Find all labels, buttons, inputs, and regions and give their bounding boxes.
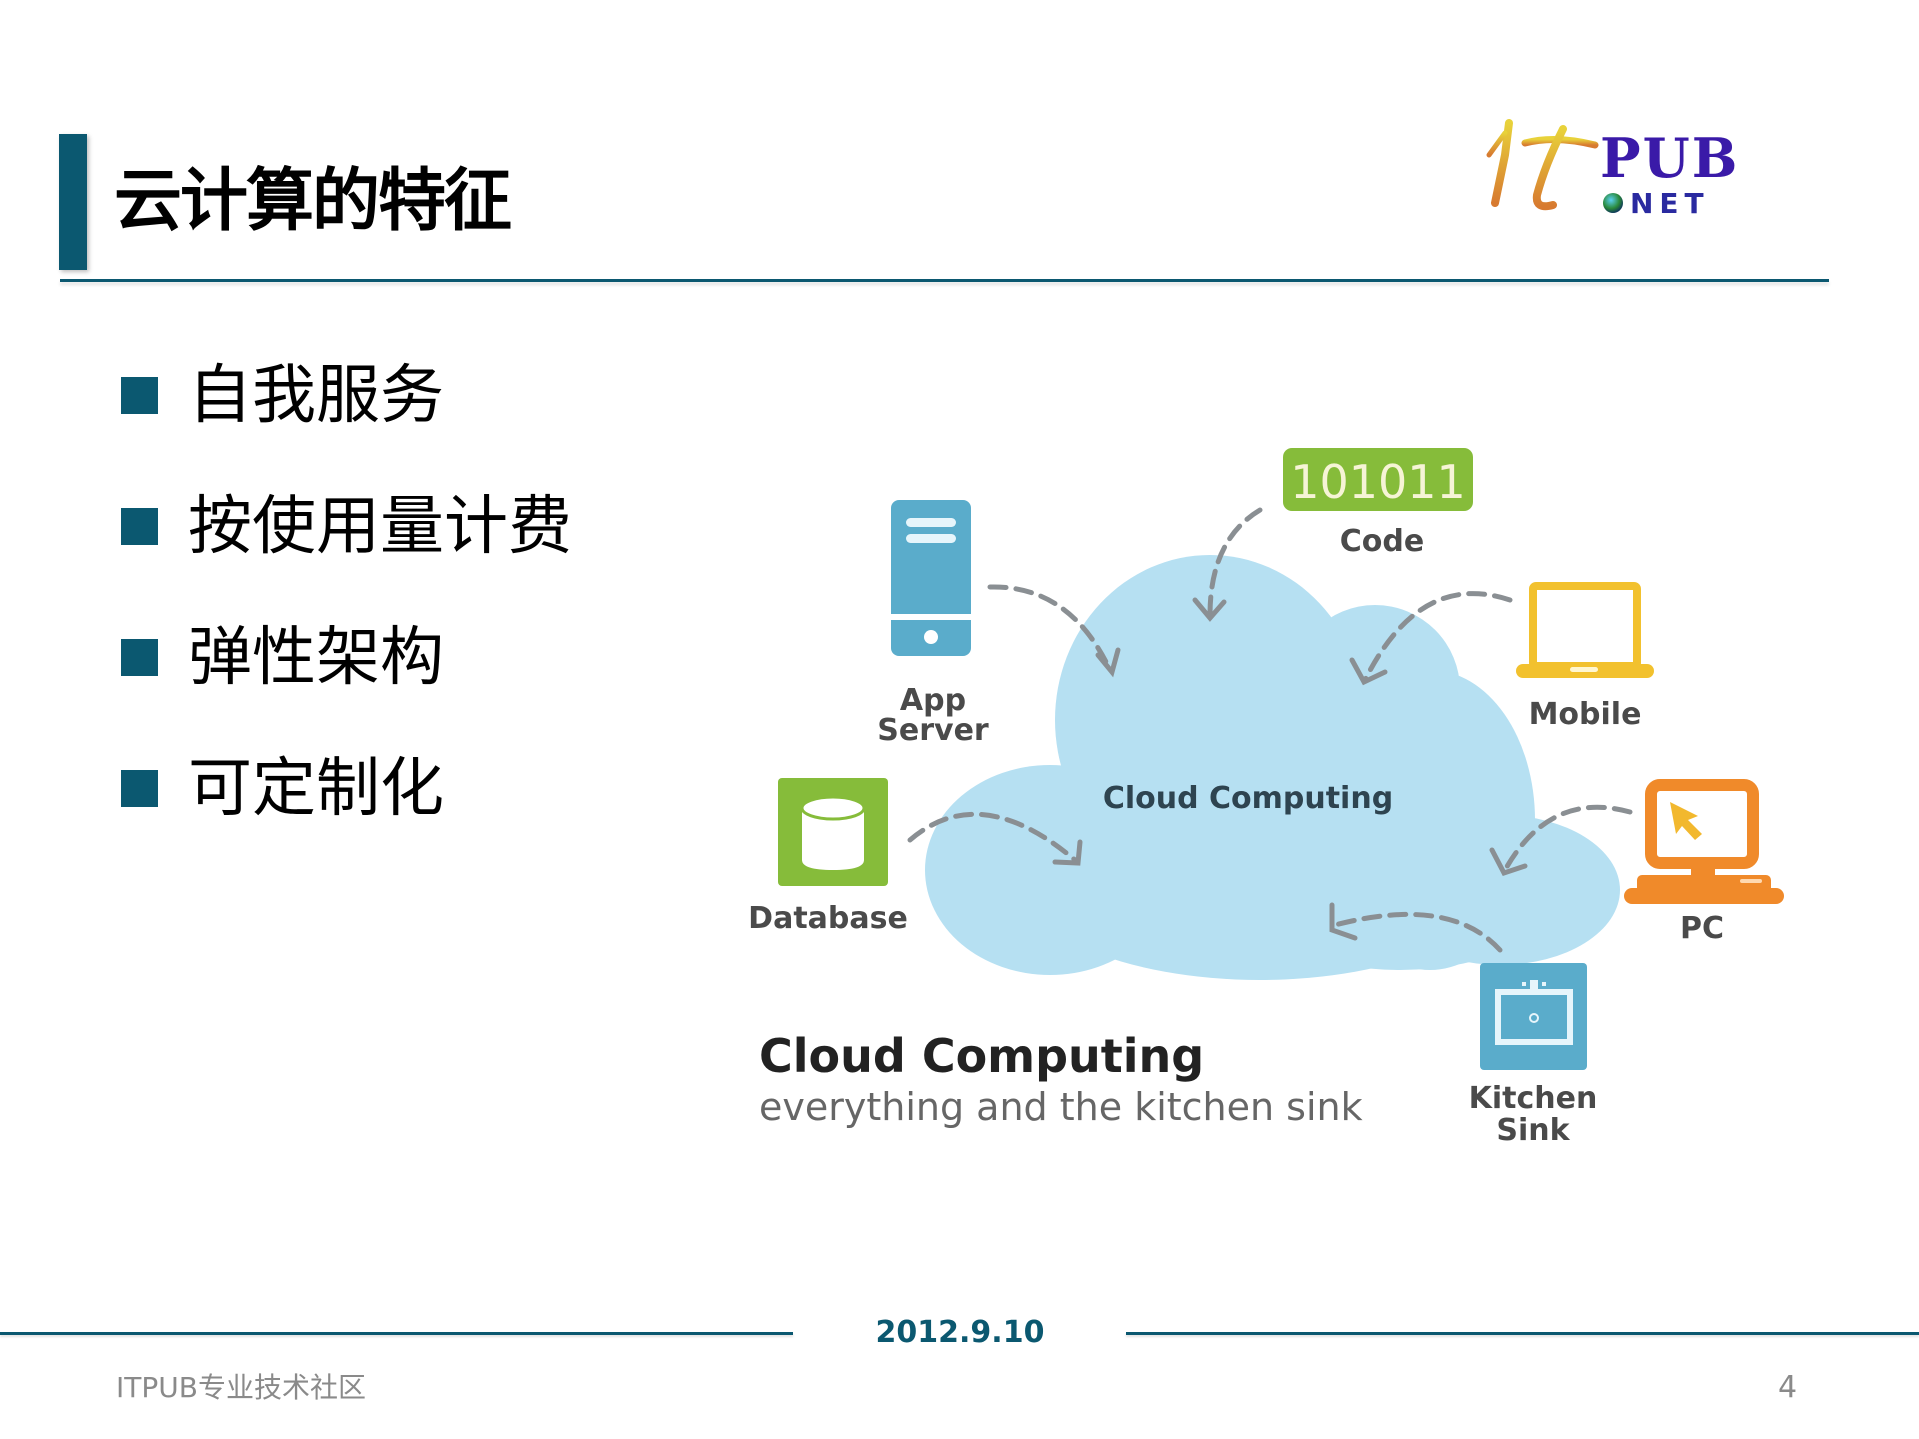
arrow-code: [1207, 507, 1263, 618]
slide-title: 云计算的特征: [114, 162, 512, 241]
database-icon: [778, 778, 888, 886]
kitchen-sink-label-line1: Kitchen: [1469, 1081, 1598, 1116]
feature-item: 按使用量计费: [121, 461, 572, 592]
footer-organization: ITPUB专业技术社区: [116, 1371, 366, 1404]
footer-date: 2012.9.10: [875, 1315, 1045, 1350]
feature-item: 弹性架构: [121, 592, 572, 723]
arrow-app-server: [987, 584, 1113, 673]
code-value: 101011: [1290, 455, 1466, 509]
feature-text: 自我服务: [188, 358, 444, 433]
title-divider: [60, 279, 1829, 282]
cloud-computing-diagram: Cloud Computing App Server 101011 Code M…: [748, 448, 1784, 1148]
diagram-caption-subtitle: everything and the kitchen sink: [759, 1085, 1363, 1129]
feature-text: 按使用量计费: [188, 489, 572, 564]
feature-item: 自我服务: [121, 330, 572, 461]
sink-icon: [1480, 963, 1587, 1070]
server-icon: [891, 500, 971, 656]
arrow-mobile: [1362, 591, 1513, 683]
flow-arrows: [907, 507, 1633, 953]
square-bullet-icon: [121, 770, 158, 807]
app-server-label-line2: Server: [877, 713, 989, 748]
title-accent-bar: [59, 134, 87, 270]
desktop-computer-icon: [1624, 779, 1784, 904]
footer-divider-right: [1126, 1332, 1919, 1335]
code-block-icon: [1283, 448, 1473, 511]
square-bullet-icon: [121, 639, 158, 676]
arrow-database: [907, 811, 1078, 863]
cloud-shape: [925, 555, 1620, 980]
cursor-icon: [1670, 802, 1702, 840]
laptop-icon: [1516, 582, 1654, 678]
square-bullet-icon: [121, 508, 158, 545]
feature-list: 自我服务 按使用量计费 弹性架构 可定制化: [121, 330, 572, 854]
itpub-logo: PUB NET: [1486, 119, 1739, 220]
feature-text: 弹性架构: [188, 620, 444, 695]
square-bullet-icon: [121, 377, 158, 414]
logo-it-script: [1486, 119, 1599, 211]
logo-pub-text: PUB: [1600, 126, 1739, 190]
footer-divider-left: [0, 1332, 793, 1335]
database-label: Database: [748, 901, 908, 936]
page-number: 4: [1778, 1370, 1798, 1405]
globe-icon: [1603, 193, 1623, 213]
app-server-label-line1: App: [900, 683, 966, 718]
pc-label: PC: [1680, 911, 1724, 946]
feature-text: 可定制化: [188, 751, 444, 826]
feature-item: 可定制化: [121, 723, 572, 854]
diagram-caption-title: Cloud Computing: [759, 1029, 1204, 1083]
logo-net-text: NET: [1630, 187, 1710, 220]
code-label: Code: [1340, 524, 1424, 559]
arrow-pc: [1502, 804, 1633, 873]
kitchen-sink-label-line2: Sink: [1496, 1113, 1570, 1148]
mobile-label: Mobile: [1529, 697, 1642, 732]
cloud-label: Cloud Computing: [1103, 781, 1393, 816]
arrow-kitchen-sink: [1332, 911, 1503, 953]
